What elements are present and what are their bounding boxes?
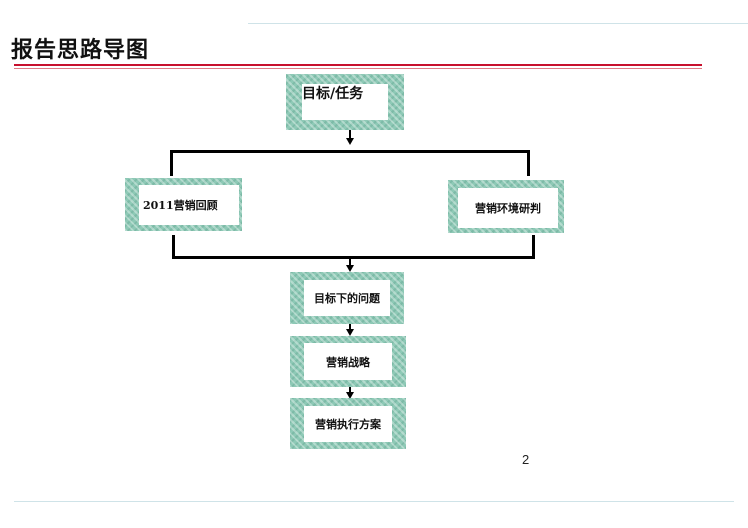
top-divider bbox=[248, 23, 748, 24]
connector-strategy-down bbox=[349, 387, 351, 393]
connector-right-drop bbox=[527, 150, 530, 176]
connector-problems-down bbox=[349, 324, 351, 330]
arrow-strategy bbox=[346, 392, 354, 399]
arrow-merge bbox=[346, 265, 354, 272]
title-underline bbox=[14, 64, 702, 66]
strategy-node: 营销战略 bbox=[290, 336, 406, 387]
plan-node-label: 营销执行方案 bbox=[304, 406, 392, 442]
strategy-node-label: 营销战略 bbox=[304, 343, 392, 380]
connector-left-rise bbox=[172, 235, 175, 259]
connector-right-rise bbox=[532, 235, 535, 259]
bottom-divider bbox=[14, 501, 734, 502]
arrow-goal bbox=[346, 138, 354, 145]
plan-node: 营销执行方案 bbox=[290, 398, 406, 449]
connector-goal-down bbox=[349, 130, 351, 139]
connector-branch-bottom bbox=[172, 256, 535, 259]
environment-node: 营销环境研判 bbox=[448, 180, 564, 233]
connector-merge-down bbox=[349, 258, 351, 266]
page-title: 报告思路导图 bbox=[11, 38, 150, 63]
goal-node-label: 目标/任务 bbox=[302, 84, 388, 120]
review-node: 2011营销回顾 bbox=[125, 178, 242, 231]
review-node-label: 2011营销回顾 bbox=[139, 185, 239, 225]
page-number: 2 bbox=[522, 452, 530, 467]
connector-branch-top bbox=[170, 150, 530, 153]
goal-node: 目标/任务 bbox=[286, 74, 404, 130]
connector-left-drop bbox=[170, 150, 173, 176]
problems-node: 目标下的问题 bbox=[290, 272, 404, 324]
arrow-problems bbox=[346, 329, 354, 336]
environment-node-label: 营销环境研判 bbox=[458, 188, 558, 228]
problems-node-label: 目标下的问题 bbox=[304, 280, 390, 316]
title-underline-thin bbox=[14, 68, 702, 69]
